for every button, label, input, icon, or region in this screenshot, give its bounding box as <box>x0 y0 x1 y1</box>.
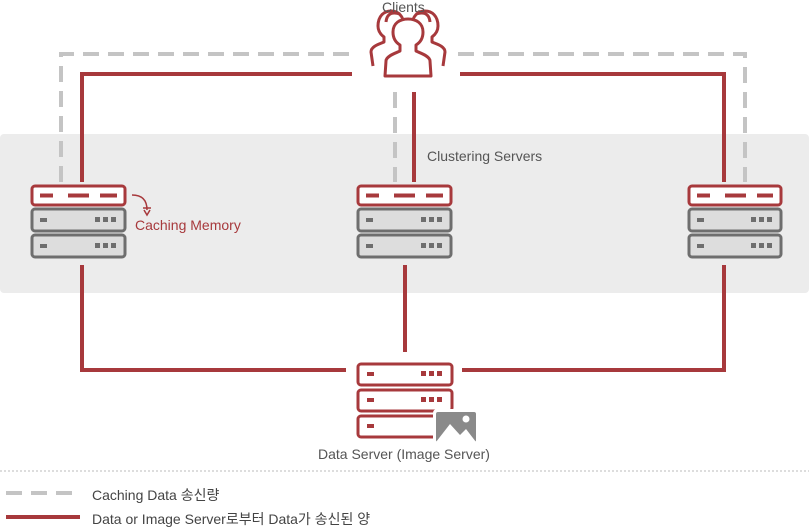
image-icon <box>433 409 479 445</box>
clustering-servers-label: Clustering Servers <box>427 148 543 164</box>
data-transfer-lines <box>80 72 726 372</box>
caching-memory-label: Caching Memory <box>135 217 241 233</box>
legend-solid-label: Data or Image Server로부터 Data가 송신된 양 <box>92 511 371 527</box>
database-server-icon <box>356 362 454 439</box>
caching-memory-arrow <box>131 194 151 217</box>
clients-label: Clients <box>382 0 425 15</box>
clients-icon <box>369 9 447 78</box>
caching-data-lines <box>59 52 747 182</box>
server-left <box>30 184 127 259</box>
server-center <box>356 184 453 259</box>
server-right <box>687 184 783 259</box>
legend-dashed-label: Caching Data 송신량 <box>92 487 220 503</box>
data-server-label: Data Server (Image Server) <box>318 446 490 462</box>
